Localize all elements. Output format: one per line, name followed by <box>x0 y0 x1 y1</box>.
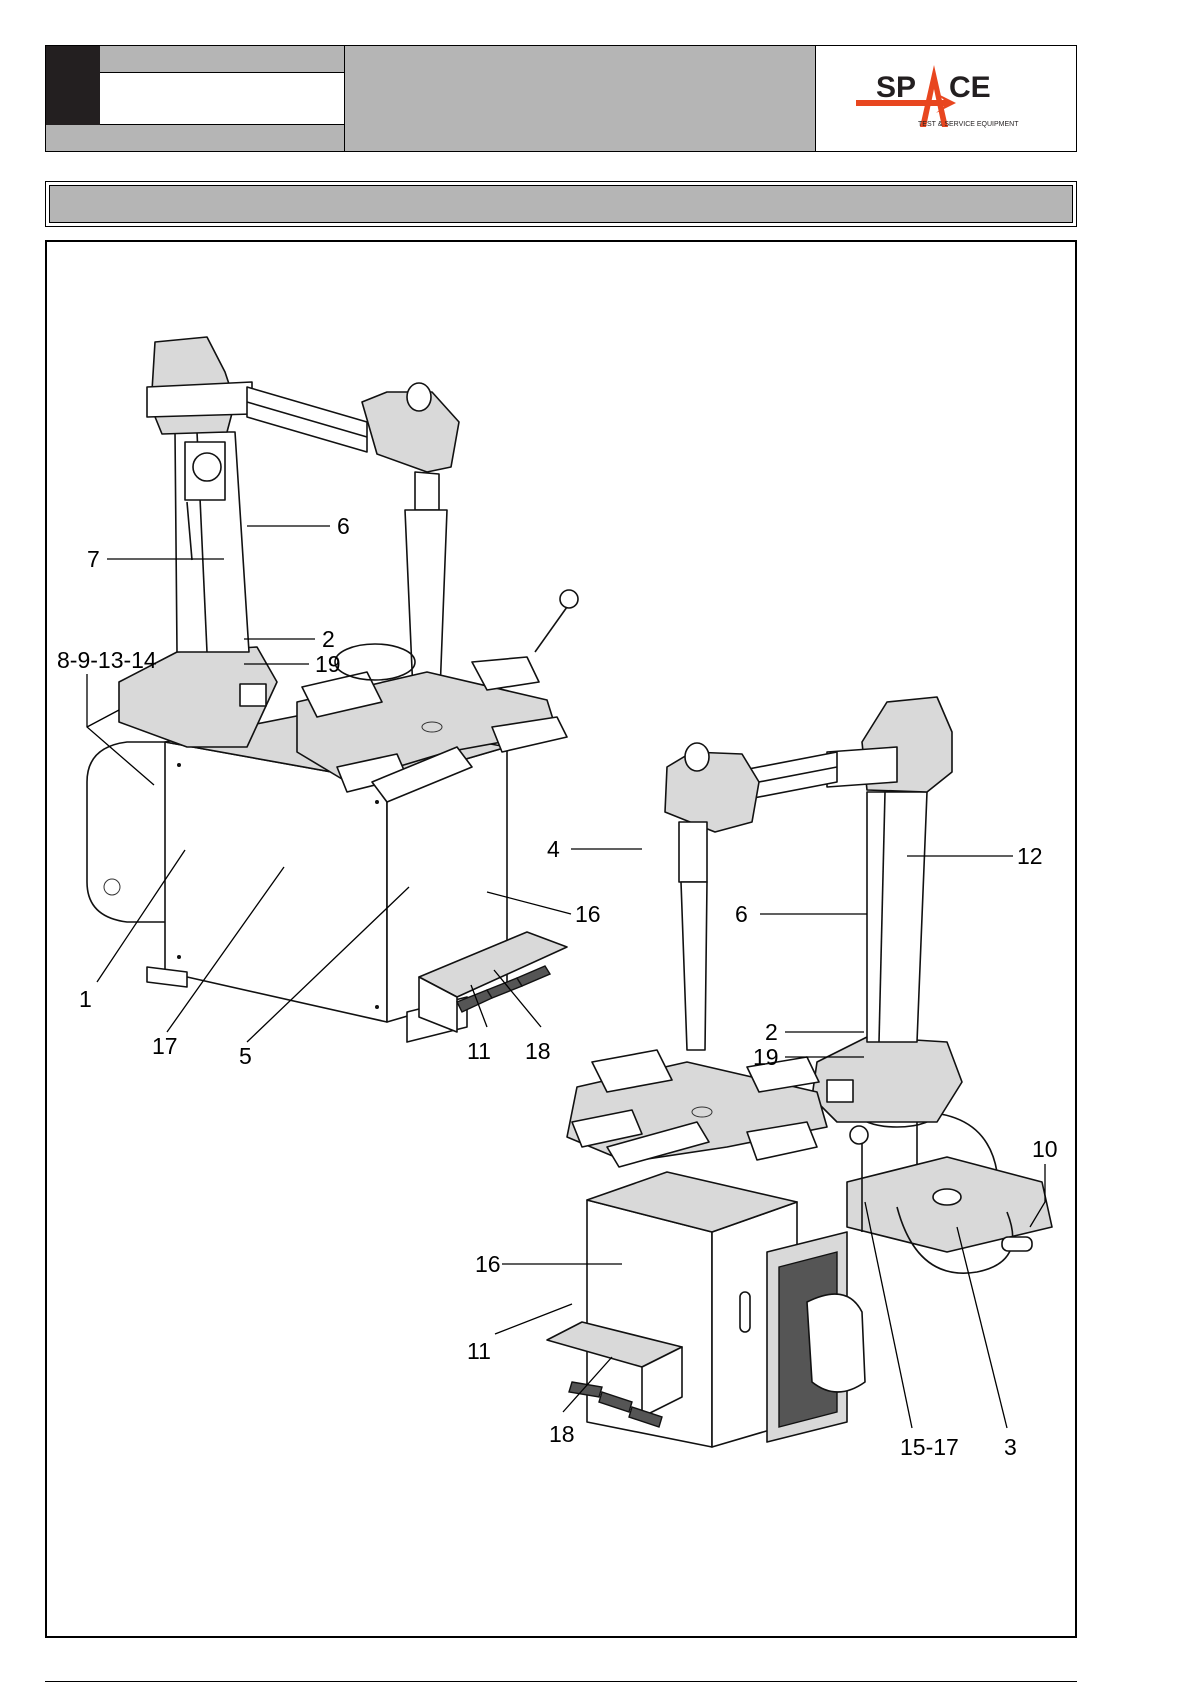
callout-left-19: 19 <box>315 651 341 677</box>
callout-left-18: 18 <box>525 1038 551 1064</box>
callout-left-16: 16 <box>575 901 601 927</box>
leader-right-3 <box>957 1227 1007 1428</box>
figure-frame: 6 7 2 19 8-9-13-14 16 1 17 5 11 18 <box>45 240 1077 1638</box>
callout-right-19: 19 <box>753 1044 779 1070</box>
callout-right-16: 16 <box>475 1251 501 1277</box>
footer-rule <box>45 1681 1077 1682</box>
callout-right-6: 6 <box>735 901 748 927</box>
column-base-right <box>812 1037 962 1122</box>
callout-left-17: 17 <box>152 1033 178 1059</box>
side-vent-panel <box>767 1232 865 1442</box>
callout-left-5: 5 <box>239 1043 252 1069</box>
callout-left-1: 1 <box>79 986 92 1012</box>
callout-left-8-9-13-14: 8-9-13-14 <box>57 647 157 673</box>
horizontal-arm-left <box>247 387 367 452</box>
leader-left-8-9-13-14-b <box>87 710 119 727</box>
tool-head-right <box>665 743 759 1050</box>
tyre-changer-illustration: 6 7 2 19 8-9-13-14 16 1 17 5 11 18 <box>47 242 1075 1636</box>
column-head-left <box>147 337 252 434</box>
tool-head-left <box>362 383 459 692</box>
callout-left-2: 2 <box>322 626 335 652</box>
callout-right-2: 2 <box>765 1019 778 1045</box>
callout-left-11: 11 <box>467 1038 491 1064</box>
callout-right-15-17: 15-17 <box>900 1434 959 1460</box>
callout-right-12: 12 <box>1017 843 1043 869</box>
column-head-right <box>827 697 952 792</box>
column-right <box>867 792 927 1042</box>
callout-right-18: 18 <box>549 1421 575 1447</box>
turntable-right <box>567 1050 827 1167</box>
column-left <box>175 432 249 652</box>
callout-right-10: 10 <box>1032 1136 1058 1162</box>
callout-right-4: 4 <box>547 836 560 862</box>
leader-right-11 <box>495 1304 572 1334</box>
header-frame <box>45 45 1077 152</box>
callout-right-11: 11 <box>467 1338 491 1364</box>
callout-right-3: 3 <box>1004 1434 1017 1460</box>
callout-left-7: 7 <box>87 546 100 572</box>
machine-right <box>547 697 1052 1447</box>
machine-left <box>87 337 578 1042</box>
section-title-bar <box>45 181 1077 227</box>
section-title-bar-fill <box>49 185 1073 223</box>
lever-left <box>535 590 578 652</box>
callout-left-6: 6 <box>337 513 350 539</box>
